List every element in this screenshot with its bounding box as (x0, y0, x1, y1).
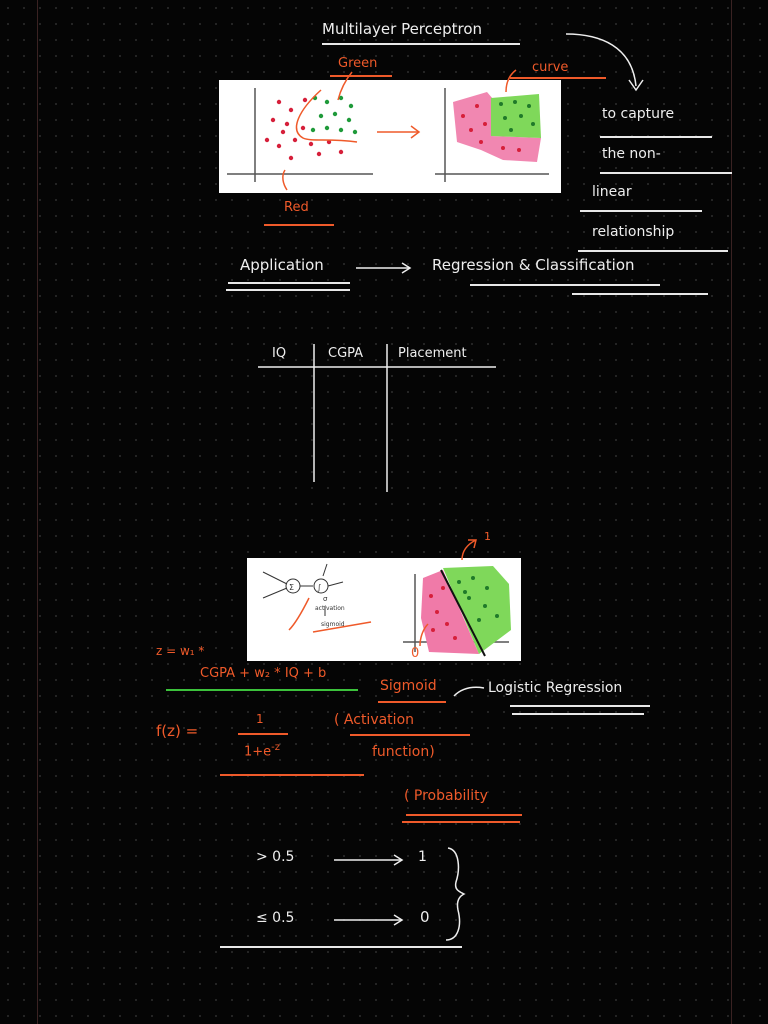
red-region (453, 92, 541, 162)
target-underline-2 (572, 293, 708, 295)
capture-underline-3 (580, 210, 702, 212)
probability-underline-2 (402, 821, 520, 823)
z-equation-line-2: CGPA + w₂ * IQ + b (200, 666, 327, 681)
decision-boundary (440, 569, 486, 657)
curve-label: curve (532, 60, 569, 75)
svg-text:Σ: Σ (289, 583, 294, 592)
sigmoid-small-label: sigmoid (321, 621, 345, 628)
application-underline-1 (228, 282, 350, 284)
rule-2-output: 0 (420, 908, 430, 926)
table-col-placement: Placement (398, 346, 467, 361)
sigma-label: σ (323, 595, 328, 603)
denominator-underline (220, 774, 364, 776)
capture-underline-1 (600, 136, 712, 138)
sigmoid-label: Sigmoid (380, 678, 437, 694)
nonlinear-diagram-panel (219, 80, 561, 193)
red-points (264, 97, 344, 161)
table-col-cgpa: CGPA (328, 346, 364, 361)
class1-region (443, 566, 511, 654)
probability-label: ( Probability (404, 788, 488, 804)
page-title: Multilayer Perceptron (322, 20, 483, 38)
title-underline (322, 43, 520, 45)
sigmoid-underline (378, 701, 446, 703)
class0-region (421, 570, 479, 654)
left-margin-line (37, 0, 38, 1024)
capture-underline-2 (600, 172, 732, 174)
rule-2-condition: ≤ 0.5 (256, 910, 295, 926)
z-equation-line-1: z = w₁ * (156, 644, 205, 658)
title-arrow (565, 33, 637, 87)
probability-underline-1 (406, 814, 522, 816)
logistic-underline-1 (510, 705, 650, 707)
right-margin-line (731, 0, 732, 1024)
nonlinear-diagram (227, 88, 549, 191)
application-label: Application (240, 256, 324, 274)
sigmoid-numerator: 1 (256, 712, 264, 726)
logistic-regression-label: Logistic Regression (488, 680, 623, 696)
activation-underline (350, 734, 470, 736)
red-label-underline (264, 224, 334, 226)
green-label: Green (338, 56, 378, 71)
red-label: Red (284, 200, 309, 215)
threshold-underline (220, 946, 462, 948)
capture-underline-4 (578, 250, 728, 252)
activation-function-line-2: function) (372, 744, 435, 760)
capture-line-4: relationship (592, 224, 675, 240)
capture-line-1: to capture (602, 106, 675, 122)
rule-1-condition: > 0.5 (256, 849, 295, 865)
target-underline-1 (470, 284, 660, 286)
class-zero-label: 0 (411, 646, 420, 661)
green-label-underline (330, 75, 392, 77)
table-col-iq: IQ (272, 346, 287, 361)
capture-line-3: linear (592, 184, 632, 200)
capture-line-2: the non- (602, 146, 661, 162)
z-equation-underline (166, 689, 358, 691)
application-underline-2 (226, 289, 350, 291)
threshold-brace (445, 847, 466, 941)
class-one-label: 1 (484, 530, 491, 543)
activation-function-line-1: ( Activation (334, 712, 415, 728)
rule-1-output: 1 (418, 849, 427, 865)
activation-small-label: activation (315, 605, 345, 612)
green-points (310, 95, 358, 135)
logistic-underline-2 (512, 713, 644, 715)
curve-label-underline (510, 77, 606, 79)
sigmoid-denominator: 1+e-z (244, 742, 281, 760)
application-target: Regression & Classification (432, 256, 635, 274)
fraction-bar (238, 733, 288, 735)
sigmoid-function-lhs: f(z) = (156, 722, 199, 740)
svg-text:∫: ∫ (317, 583, 321, 592)
